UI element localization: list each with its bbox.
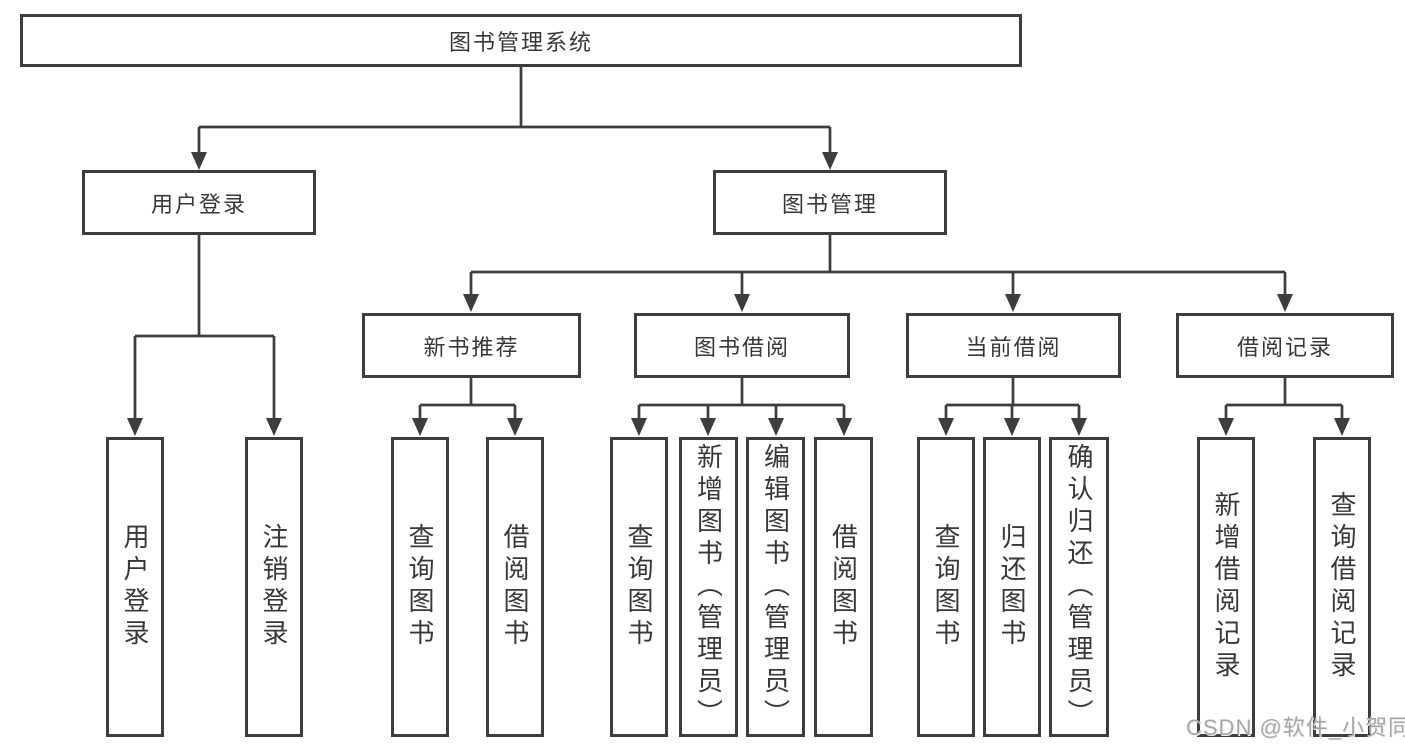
connector-root-to-level2 [197,67,832,154]
leaf-query-books-3: 查询图书 [917,437,975,737]
leaf-label: 新增借阅记录 [1211,491,1241,683]
leaf-label: 归还图书 [997,523,1027,651]
arrowhead [1005,294,1021,312]
leaf-label: 新增图书（管理员） [693,443,724,731]
leaf-query-books-1: 查询图书 [391,437,449,737]
arrowhead [1218,418,1234,436]
connector-user-login [133,235,276,419]
arrowhead [1004,418,1020,436]
leaf-label: 借阅图书 [500,523,530,651]
leaf-borrow-books-2: 借阅图书 [814,437,873,737]
leaf-return-books: 归还图书 [983,437,1041,737]
node-new-book-recommend: 新书推荐 [362,313,581,378]
leaf-query-borrow-record: 查询借阅记录 [1313,437,1371,737]
leaf-edit-books-admin: 编辑图书（管理员） [746,437,805,737]
leaf-add-books-admin: 新增图书（管理员） [679,437,738,737]
connector-borrowing-records [1224,378,1344,419]
connector-book-management [469,235,1287,295]
leaf-query-books-2: 查询图书 [610,437,668,737]
leaf-label: 查询借阅记录 [1327,491,1357,683]
arrowhead [127,418,143,436]
arrowhead [1071,418,1087,436]
arrowhead [631,418,647,436]
leaf-label: 确认归还（管理员） [1064,443,1094,731]
arrowhead [1277,294,1293,312]
connector-new-book-rec [418,378,517,419]
arrowhead [463,294,479,312]
arrowhead [938,418,954,436]
arrowhead [412,418,428,436]
leaf-borrow-books-1: 借阅图书 [486,437,544,737]
arrowhead [507,418,523,436]
arrowhead [700,418,716,436]
node-borrowing-records: 借阅记录 [1176,313,1394,378]
node-current-borrowing: 当前借阅 [906,313,1121,378]
arrowhead [822,152,838,170]
leaf-label: 查询图书 [405,523,435,651]
leaf-confirm-return-admin: 确认归还（管理员） [1049,437,1109,737]
leaf-add-borrow-record: 新增借阅记录 [1197,437,1255,737]
arrowhead [734,294,750,312]
csdn-watermark: CSDN @软件_小贺同学 [1186,715,1405,740]
leaf-logout: 注销登录 [245,437,303,737]
node-book-borrowing: 图书借阅 [634,313,850,378]
leaf-label: 用户登录 [120,523,150,651]
connector-book-borrowing [637,378,846,419]
connector-current-borrowing [944,378,1081,419]
arrowhead [266,418,282,436]
leaf-label: 注销登录 [259,523,289,651]
node-user-login: 用户登录 [82,170,316,235]
arrowhead [1334,418,1350,436]
arrowhead [191,152,207,170]
leaf-label: 借阅图书 [828,523,859,651]
node-root: 图书管理系统 [20,14,1022,67]
leaf-label: 查询图书 [931,523,961,651]
arrowhead [836,418,852,436]
leaf-label: 编辑图书（管理员） [760,443,791,731]
leaf-label: 查询图书 [624,523,654,651]
arrowhead [768,418,784,436]
leaf-user-login: 用户登录 [106,437,164,737]
node-book-management: 图书管理 [713,170,947,235]
